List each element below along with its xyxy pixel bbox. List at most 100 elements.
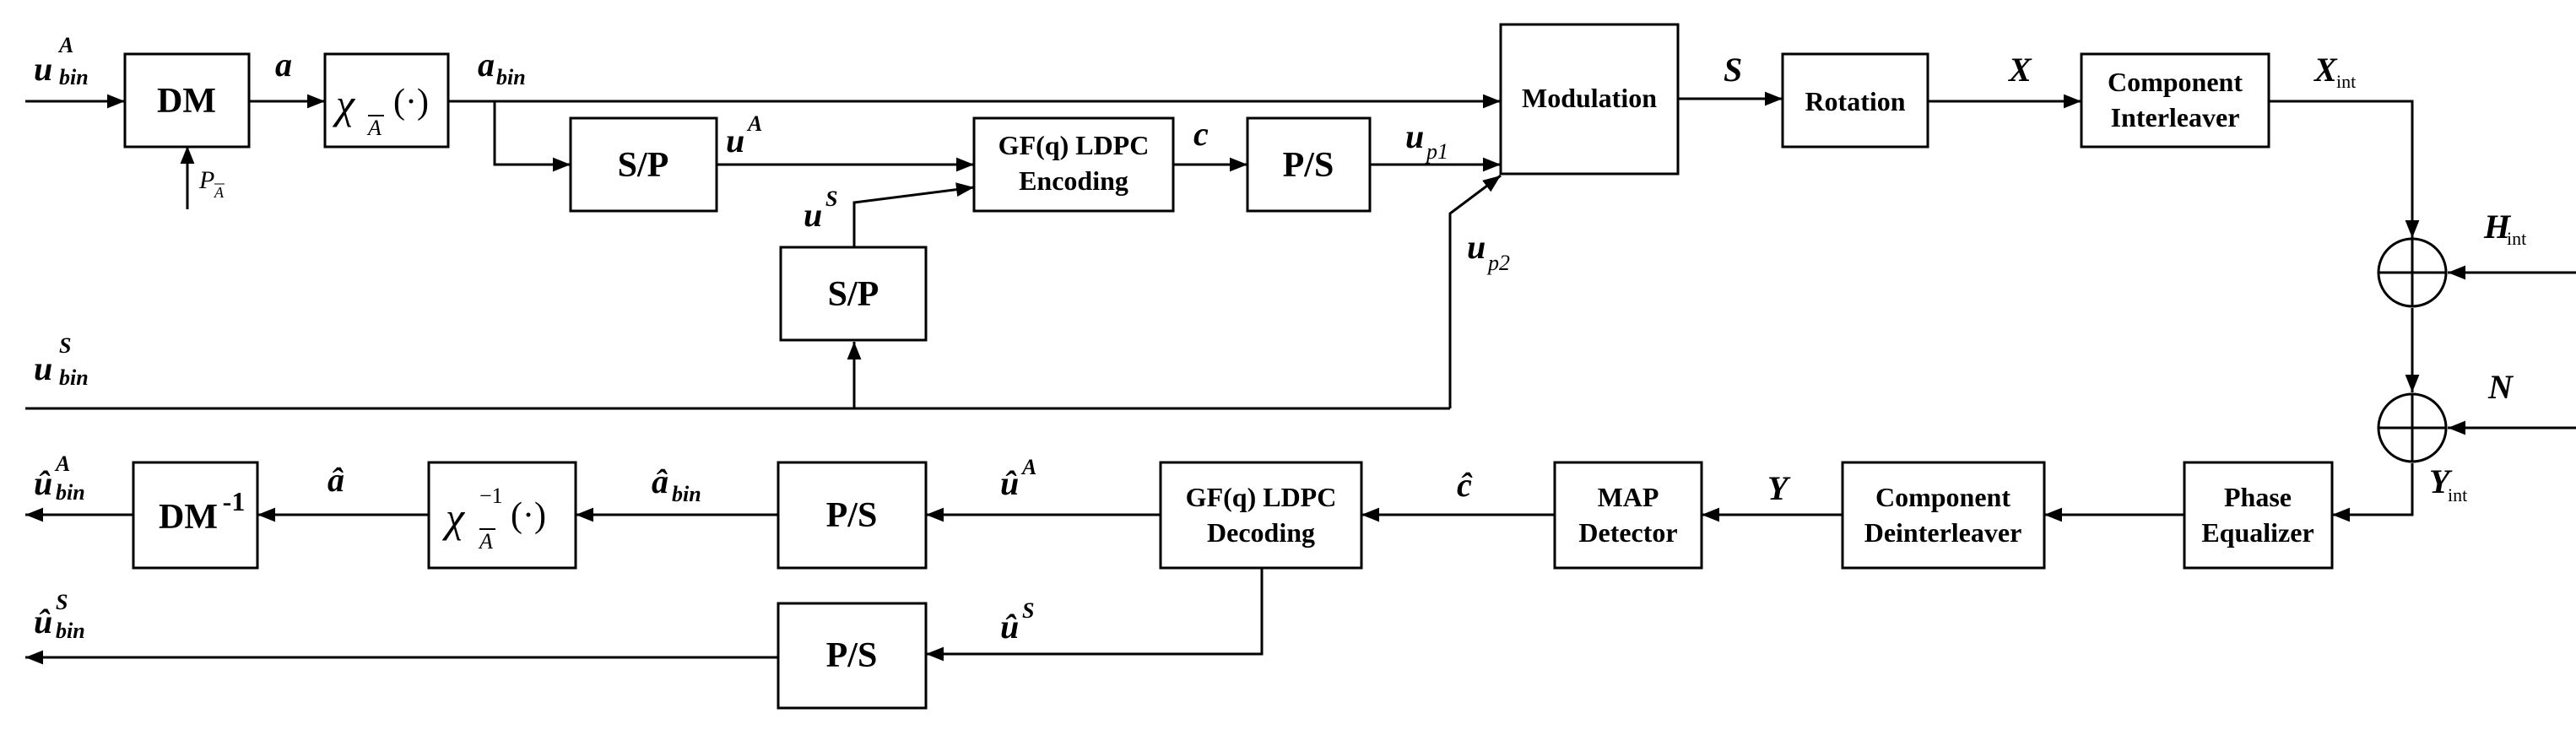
equalizer-line2: Equalizer [2201,517,2314,548]
block-component-interleaver: Component Interleaver [2080,52,2270,149]
ps-bottom-1-label: P/S [826,496,878,535]
wire-uS-to-ldpc [852,182,975,247]
chi-inv-argument: (·) [511,496,546,535]
signal-labels: u A bin a P A a bin u A u S c u p1 u p2 … [34,33,2526,646]
a-bin-label: a [478,46,495,84]
y-int-label: Y [2429,462,2453,500]
sp-mid-label: S/P [828,275,879,314]
block-ps-top: P/S [1246,116,1372,213]
h-int-sub: int [2507,228,2526,249]
dm-inv-label: DM [159,498,218,537]
deinterleaver-line1: Component [1875,482,2010,512]
interleaver-line2: Interleaver [2111,102,2240,132]
deinterleaver-line2: Deinterleaver [1864,517,2022,548]
chi-subscript: A [366,116,382,140]
u-hat-bin-s-label: û [34,603,52,640]
a-label: a [275,46,292,84]
block-sp-top: S/P [569,116,718,213]
y-label: Y [1767,469,1791,507]
ldpc-dec-line1: GF(q) LDPC [1186,482,1337,512]
u-hat-bin-a-sub: bin [56,480,85,505]
u-bin-a-label: u [34,50,52,88]
ps-top-label: P/S [1283,146,1334,185]
chi-inv-subscript: A [478,529,493,554]
block-ps-bottom-1: P/S [777,461,928,570]
adder-1 [2377,237,2448,308]
u-p1-label: u [1405,117,1424,155]
a-hat-bin-sub: bin [672,482,701,506]
wire-ldpc-dec-to-ps2 [926,568,1264,662]
wire-adder2-to-equalizer [2332,463,2414,522]
u-s-sup: S [825,186,837,211]
s-label: S [1724,51,1742,89]
x-int-sub: int [2336,71,2356,92]
u-p1-sub: p1 [1425,139,1448,164]
map-line1: MAP [1598,482,1659,512]
u-hat-s-label: û [1000,608,1019,646]
u-a-label: u [726,122,744,159]
a-bin-sub: bin [496,65,526,89]
dm-inv-sup: -1 [223,486,246,516]
ldpc-enc-line2: Encoding [1019,165,1128,196]
rotation-label: Rotation [1805,86,1905,116]
u-hat-a-label: û [1000,464,1019,502]
p-a-subscript: A [214,184,225,201]
ldpc-dec-line2: Decoding [1207,517,1315,548]
u-hat-bin-s-sub: bin [56,619,85,643]
chi-inv-label: χ [442,494,466,541]
block-chi-mapper: χ A (·) [323,52,450,149]
u-hat-s-sup: S [1022,598,1034,623]
u-p2-sub: p2 [1486,251,1510,275]
modulation-label: Modulation [1522,83,1657,113]
u-bin-a-sup: A [57,33,73,57]
ldpc-enc-line1: GF(q) LDPC [998,130,1150,160]
connection-lines [25,91,2576,665]
block-sp-mid: S/P [779,246,928,342]
u-hat-a-sup: A [1020,455,1036,479]
block-ldpc-decoding: GF(q) LDPC Decoding [1159,461,1363,570]
equalizer-line1: Phase [2224,482,2292,512]
block-map-detector: MAP Detector [1553,461,1703,570]
dm-label: DM [157,82,216,121]
block-dm: DM [123,52,251,149]
u-hat-bin-a-sup: A [54,451,70,476]
chi-inv-sup: −1 [479,484,503,508]
u-a-sup: A [746,111,762,136]
block-rotation: Rotation [1781,52,1929,149]
wire-interleaver-to-adder1 [2269,100,2420,238]
block-component-deinterleaver: Component Deinterleaver [1841,461,2046,570]
ps-bottom-2-label: P/S [826,636,878,675]
a-hat-label: â [327,461,344,499]
u-hat-bin-s-sup: S [56,590,68,614]
u-bin-s-sub: bin [59,365,89,390]
wire-up2-to-modulation [1448,174,1502,408]
adder-2 [2377,392,2448,463]
u-bin-s-sup: S [59,333,71,358]
n-label: N [2487,368,2514,406]
c-hat-label: ĉ [1457,466,1473,504]
block-ldpc-encoding: GF(q) LDPC Encoding [972,116,1175,213]
y-int-sub: int [2448,484,2467,505]
interleaver-line1: Component [2108,67,2243,97]
wire-abin-to-sp [493,101,571,172]
x-label: X [2007,51,2032,89]
block-chi-inverse: χ −1 A (·) [427,461,577,570]
u-hat-bin-a-label: û [34,464,52,502]
block-dm-inverse: DM -1 [132,461,259,570]
u-p2-label: u [1467,228,1486,266]
a-hat-bin-label: â [652,462,668,500]
block-phase-equalizer: Phase Equalizer [2183,461,2334,570]
sp-top-label: S/P [618,146,669,185]
p-a-label: P [198,166,214,194]
chi-argument: (·) [393,83,429,122]
map-line2: Detector [1578,517,1677,548]
u-bin-a-sub: bin [59,65,89,89]
h-int-label: H [2483,208,2512,246]
c-label: c [1193,115,1209,153]
x-int-label: X [2313,51,2338,89]
block-ps-bottom-2: P/S [777,602,928,710]
chi-label: χ [333,80,356,127]
u-bin-s-label: u [34,349,52,387]
u-s-label: u [804,196,822,234]
